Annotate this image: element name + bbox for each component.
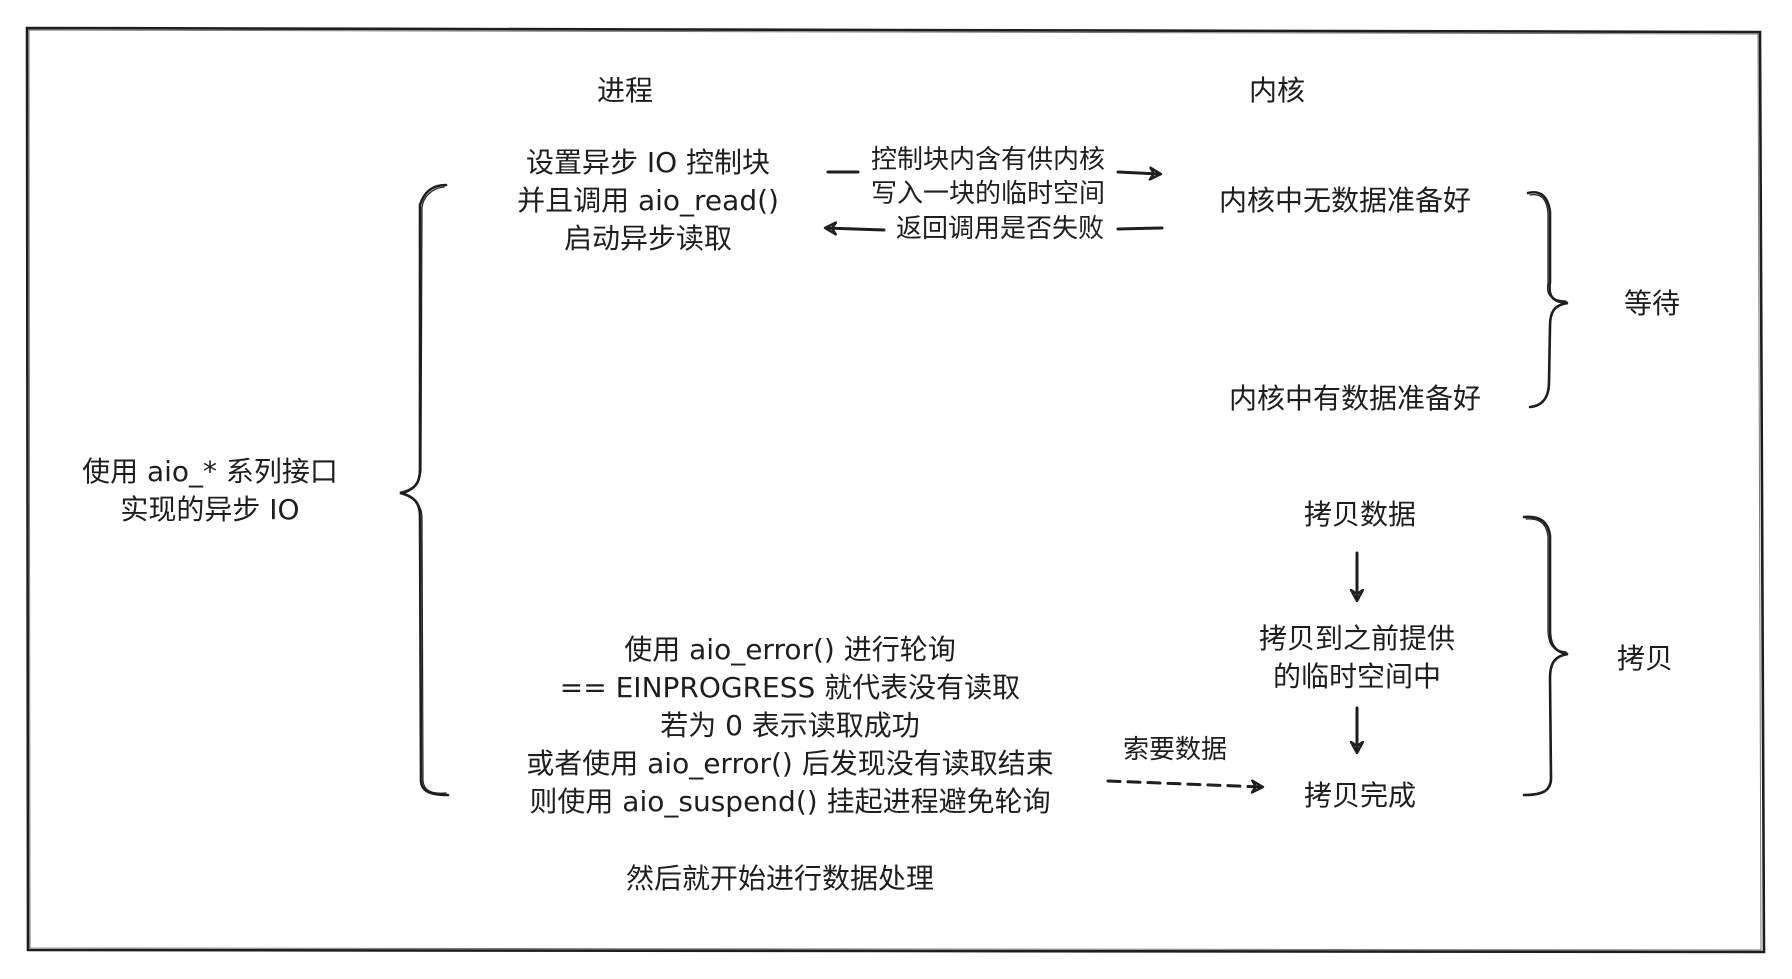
process-step-1-line-1: 设置异步 IO 控制块 <box>525 146 771 179</box>
kernel-copy-to-buffer: 拷贝到之前提供 的临时空间中 <box>1232 620 1482 696</box>
kernel-copy-to-buffer-line-1: 拷贝到之前提供 <box>1258 622 1455 655</box>
kernel-copy-to-buffer-line-2: 的临时空间中 <box>1272 660 1441 693</box>
request-data-label: 索要数据 <box>1122 735 1227 765</box>
arrow-return-label: 返回调用是否失败 <box>895 214 1104 244</box>
wait-brace <box>1526 190 1569 409</box>
copy-brace <box>1522 515 1569 797</box>
left-brace <box>399 183 450 797</box>
phase-wait: 等待 <box>1623 287 1680 320</box>
kernel-no-data: 内核中无数据准备好 <box>1218 184 1471 217</box>
process-step-2-line-5: 则使用 aio_suspend() 挂起进程避免轮询 <box>529 785 1051 818</box>
arrow-to-kernel-label-line-1: 控制块内含有供内核 <box>870 145 1105 175</box>
frame-border <box>25 26 1766 954</box>
arrow-return <box>826 228 1164 230</box>
arrow-request-data <box>1106 779 1262 787</box>
process-step-1-line-2: 并且调用 aio_read() <box>517 184 779 217</box>
process-step-1: 设置异步 IO 控制块 并且调用 aio_read() 启动异步读取 <box>488 144 808 258</box>
phase-copy: 拷贝 <box>1616 642 1673 675</box>
arrow-to-kernel <box>826 172 1160 174</box>
left-label: 使用 aio_* 系列接口 实现的异步 IO <box>55 453 365 529</box>
arrow-to-kernel-label: 控制块内含有供内核 写入一块的临时空间 <box>848 143 1128 211</box>
process-step-2-line-4: 或者使用 aio_error() 后发现没有读取结束 <box>526 747 1054 780</box>
process-step-2: 使用 aio_error() 进行轮询 == EINPROGRESS 就代表没有… <box>470 631 1110 821</box>
process-step-1-line-3: 启动异步读取 <box>563 222 732 255</box>
arrow-to-kernel-label-line-2: 写入一块的临时空间 <box>870 179 1105 209</box>
kernel-copy-data: 拷贝数据 <box>1303 498 1416 531</box>
left-label-line-2: 实现的异步 IO <box>120 493 300 526</box>
header-kernel: 内核 <box>1248 74 1305 107</box>
left-label-line-1: 使用 aio_* 系列接口 <box>82 455 338 488</box>
kernel-copy-done: 拷贝完成 <box>1303 779 1416 812</box>
kernel-has-data: 内核中有数据准备好 <box>1228 382 1481 415</box>
final-step: 然后就开始进行数据处理 <box>625 862 934 895</box>
process-step-2-line-1: 使用 aio_error() 进行轮询 <box>624 633 956 666</box>
header-process: 进程 <box>596 74 653 107</box>
process-step-2-line-3: 若为 0 表示读取成功 <box>660 709 920 742</box>
process-step-2-line-2: == EINPROGRESS 就代表没有读取 <box>559 671 1021 704</box>
